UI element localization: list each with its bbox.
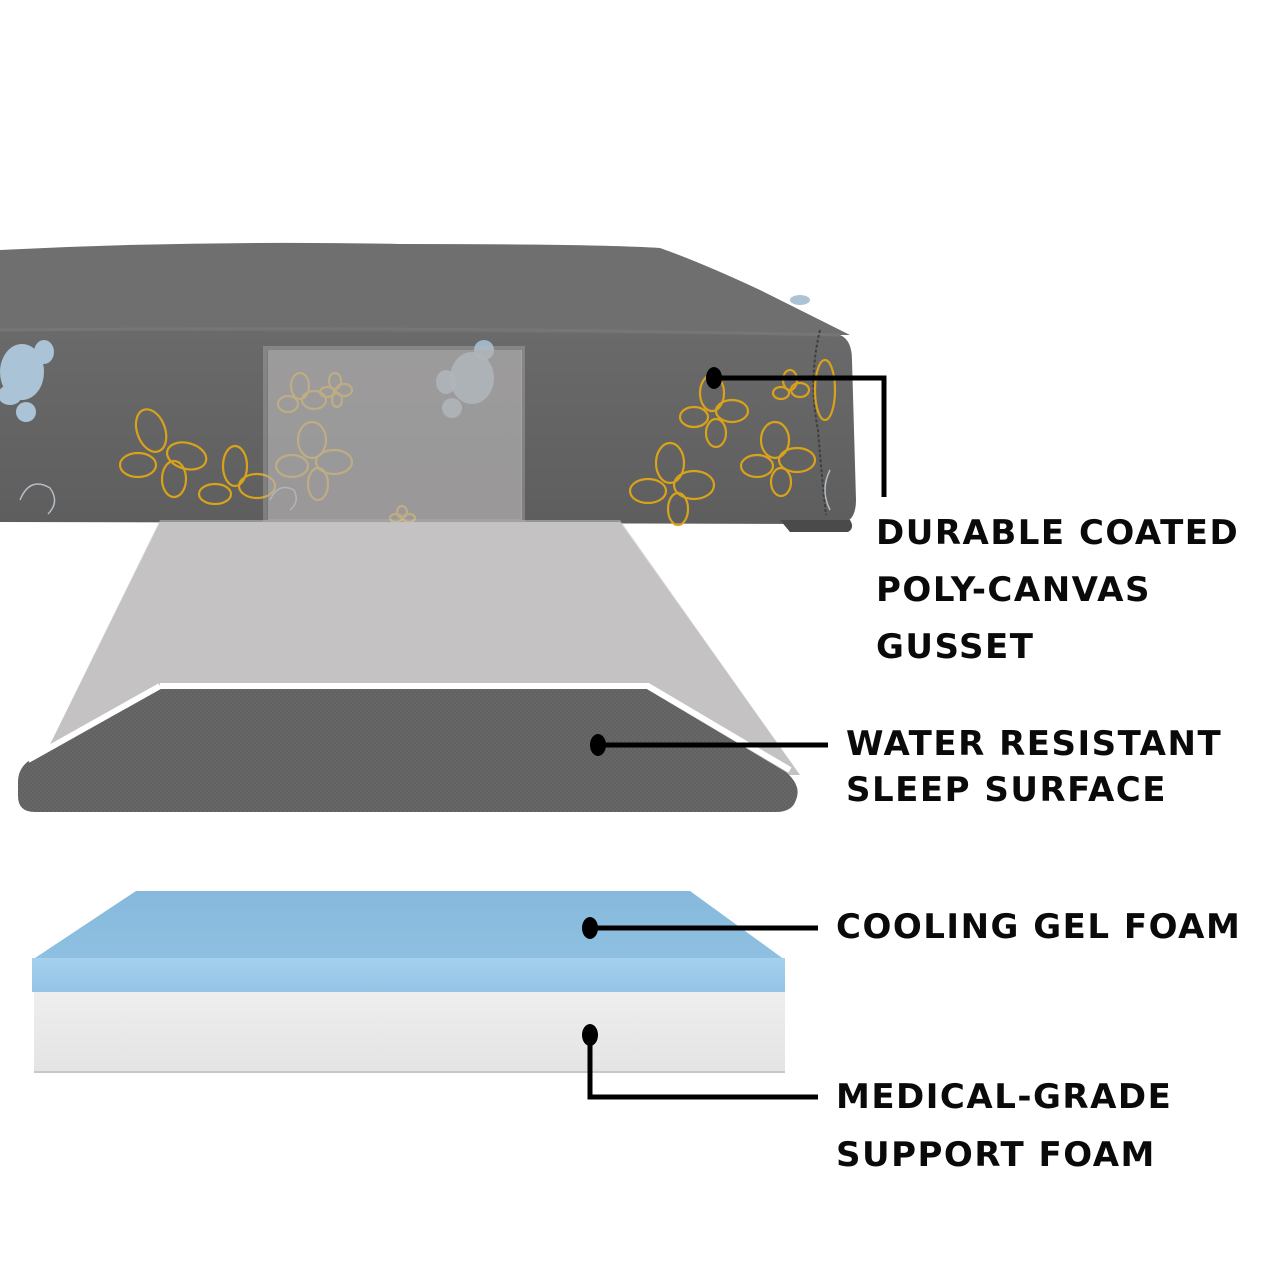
- label-line: GUSSET: [876, 627, 1035, 667]
- callout-gel-foam-pointer: [582, 917, 818, 939]
- sleep-surface-pad: [18, 683, 798, 812]
- callout-label-gusset: DURABLE COATED POLY-CANVAS GUSSET: [876, 516, 1239, 687]
- label-line: WATER RESISTANT: [846, 724, 1223, 764]
- foam-layers: [32, 891, 785, 1073]
- callout-gusset-pointer: [706, 367, 887, 497]
- support-foam-side: [34, 992, 785, 1072]
- callout-lines: [582, 367, 887, 1100]
- callout-sleep-surface-pointer: [590, 734, 828, 756]
- callout-label-gel-foam: COOLING GEL FOAM: [836, 910, 1241, 944]
- label-line: POLY-CANVAS: [876, 570, 1151, 610]
- gel-foam-top: [32, 891, 785, 960]
- callout-label-support-foam: MEDICAL-GRADE SUPPORT FOAM: [836, 1080, 1172, 1196]
- label-line: MEDICAL-GRADE: [836, 1077, 1173, 1117]
- label-line: SLEEP SURFACE: [846, 770, 1167, 810]
- callout-label-sleep-surface: WATER RESISTANT SLEEP SURFACE: [846, 727, 1222, 819]
- label-line: DURABLE COATED: [876, 513, 1240, 553]
- callout-support-foam-pointer: [582, 1024, 818, 1100]
- gel-foam-side: [32, 958, 785, 992]
- label-line: COOLING GEL FOAM: [836, 907, 1242, 947]
- label-line: SUPPORT FOAM: [836, 1135, 1156, 1175]
